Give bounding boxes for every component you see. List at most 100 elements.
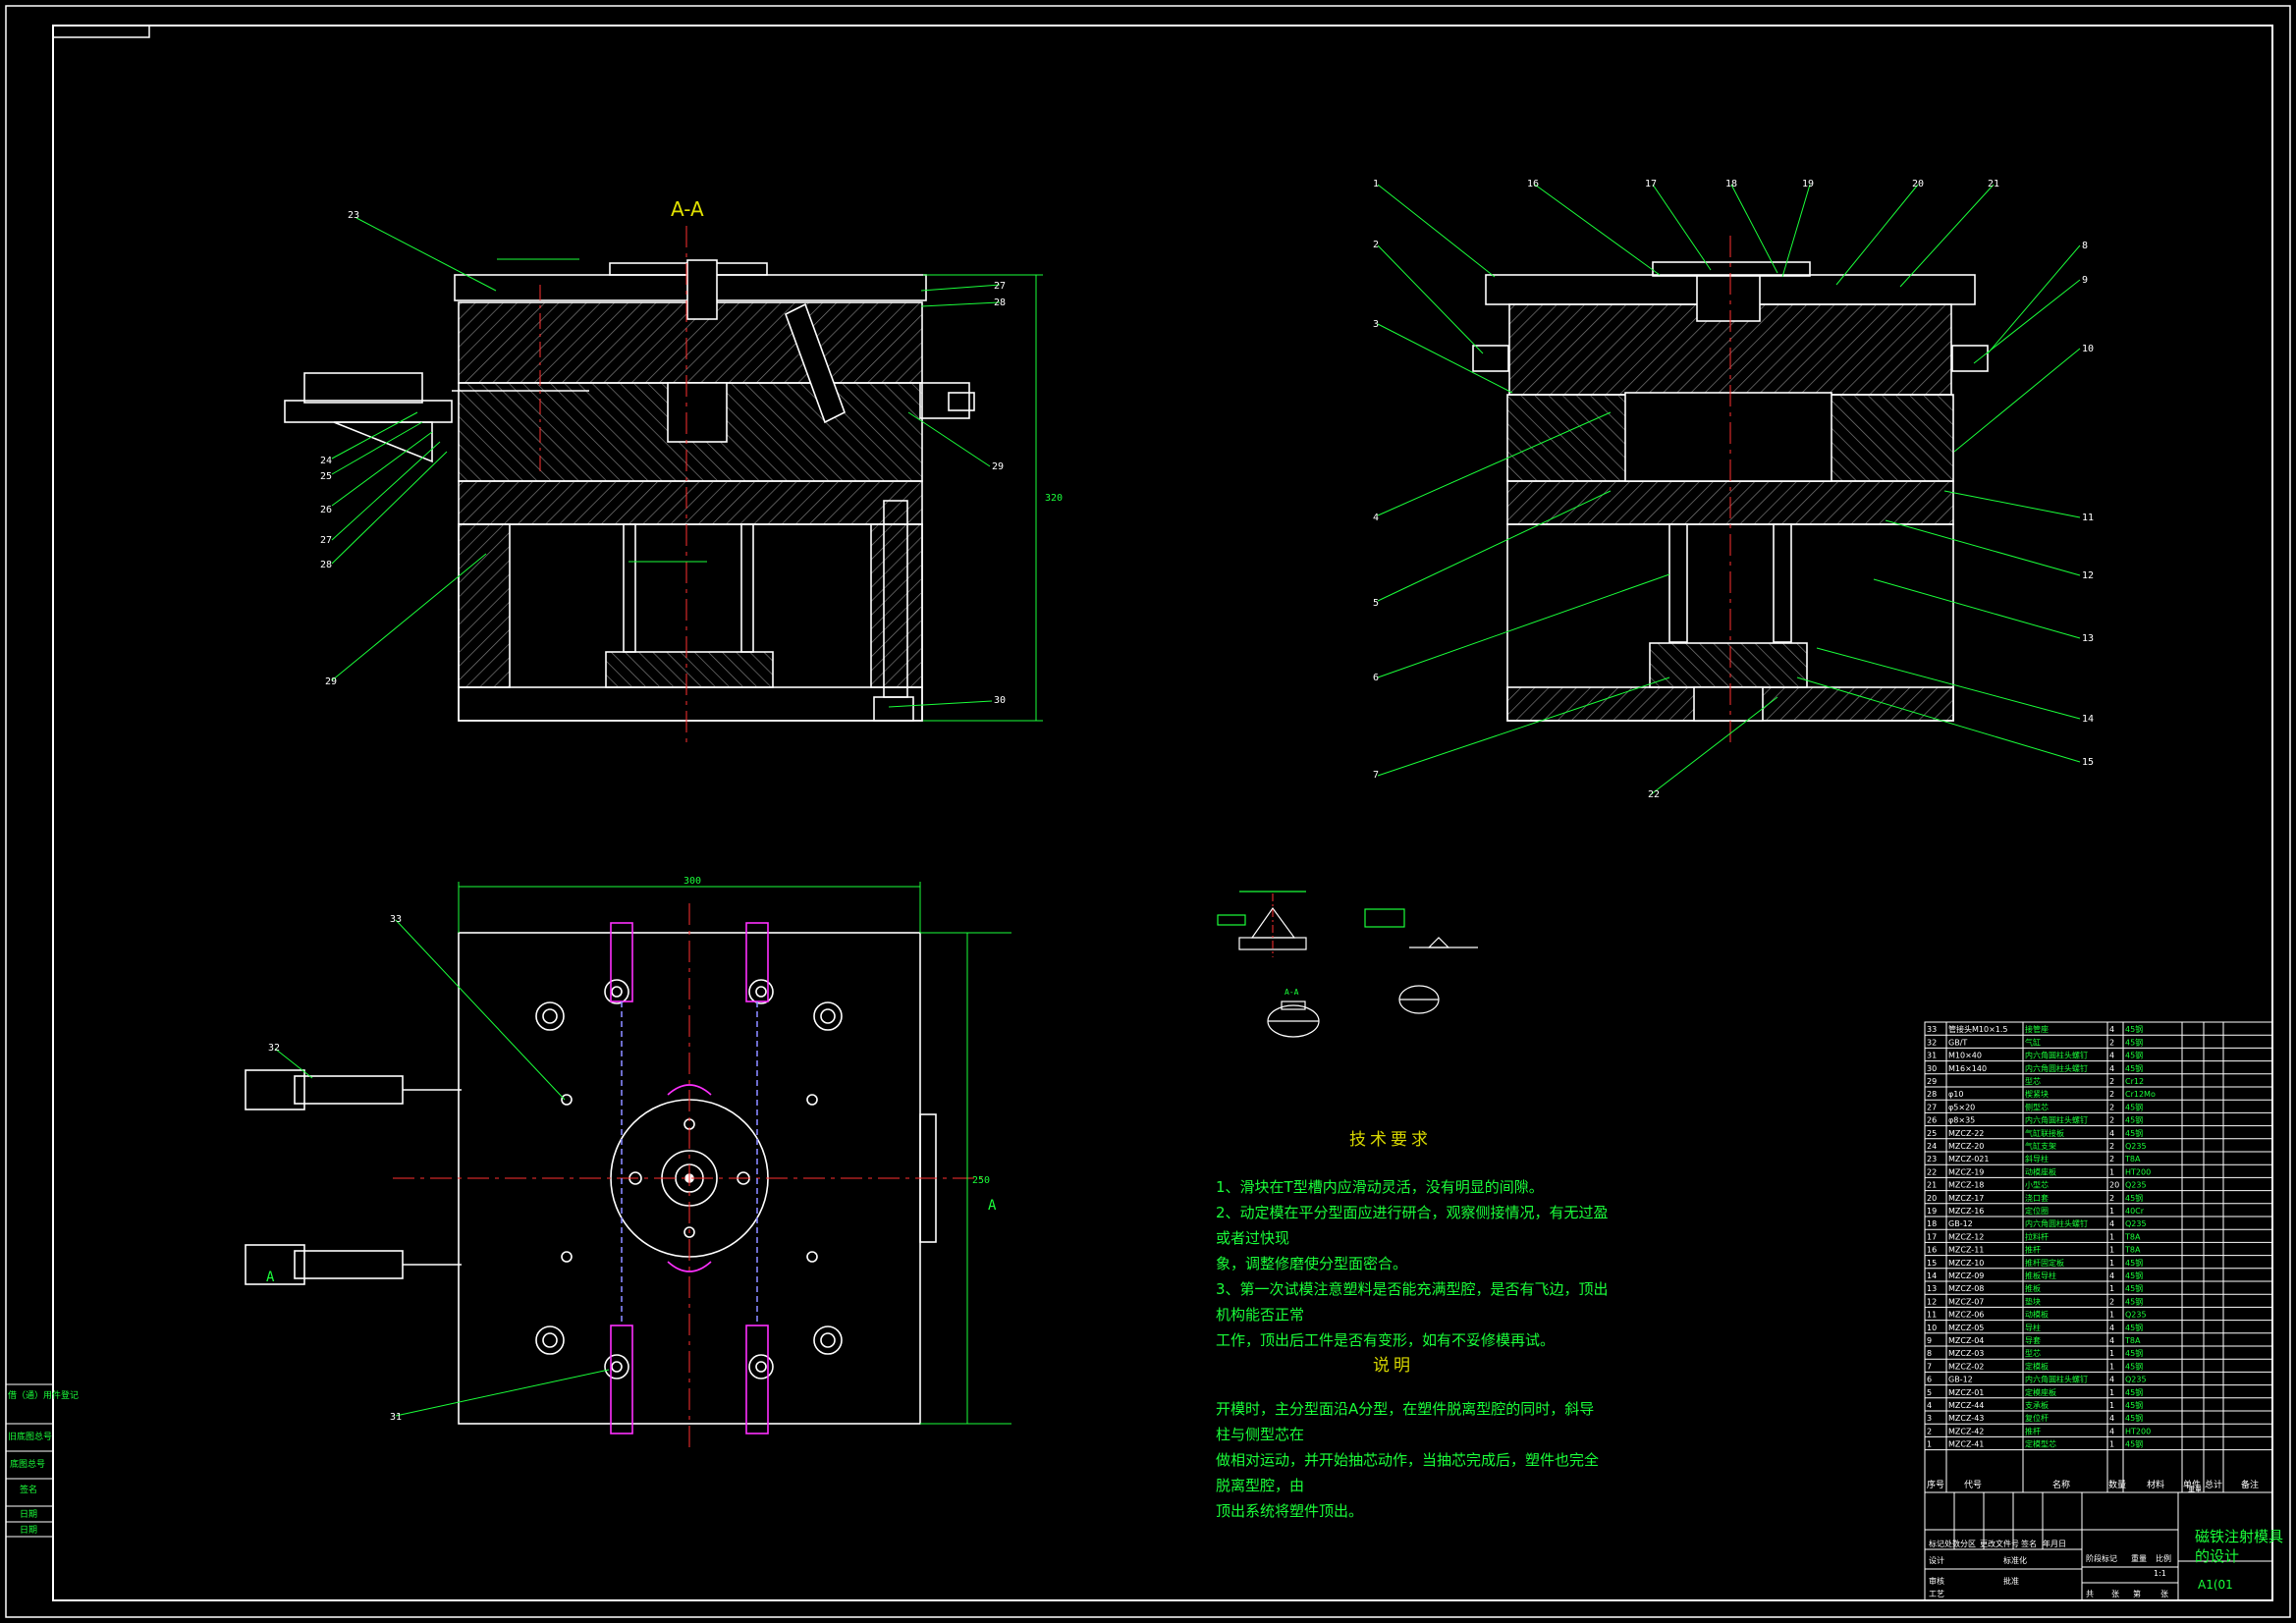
bom-header-cell: 代号	[1964, 1480, 1982, 1490]
tb-label: 年月日	[2043, 1539, 2066, 1548]
bom-cell: MZCZ-16	[1948, 1207, 1984, 1216]
balloon: 2	[1373, 240, 1379, 250]
balloon: 29	[992, 461, 1004, 472]
dim-plan-width: 300	[683, 876, 701, 887]
balloon: 24	[320, 456, 332, 466]
bom-cell: 动模板	[2025, 1310, 2049, 1320]
bom-cell: 45钢	[2125, 1348, 2143, 1358]
bom-cell: MZCZ-08	[1948, 1284, 1984, 1293]
bom-cell: 27	[1927, 1103, 1937, 1111]
bom-cell: 45钢	[2125, 1258, 2143, 1268]
balloon: 4	[1373, 513, 1379, 523]
bom-cell: 动模座板	[2025, 1166, 2056, 1176]
bom-cell: 1	[2109, 1259, 2114, 1268]
tb-label: 签名	[2021, 1539, 2037, 1548]
bom-cell: MZCZ-18	[1948, 1181, 1984, 1190]
side-label: 签名	[20, 1484, 37, 1495]
bom-cell: 管接头M10×1.5	[1948, 1024, 2008, 1034]
title-block	[1924, 1491, 2273, 1601]
bom-cell: 2	[2109, 1155, 2114, 1163]
bom-cell: 12	[1927, 1297, 1937, 1306]
bom-cell: MZCZ-12	[1948, 1232, 1984, 1241]
balloon: 5	[1373, 598, 1379, 609]
bom-cell: 4	[2109, 1052, 2114, 1060]
balloon: 14	[2082, 714, 2094, 725]
bom-cell: 1	[2109, 1246, 2114, 1255]
left-balloons: 23 27 28 29 24 25 26 27 28 29 30	[320, 210, 1006, 706]
section-label: A-A	[671, 197, 704, 221]
tb-label: 分区	[1960, 1540, 1976, 1548]
bom-cell: 楔紧块	[2025, 1089, 2049, 1099]
bom-cell: 24	[1927, 1142, 1937, 1151]
bom-cell: 15	[1927, 1259, 1937, 1268]
bom-cell: 2	[1927, 1427, 1932, 1435]
bom-cell: 小型芯	[2025, 1180, 2049, 1190]
bom-cell: 13	[1927, 1284, 1937, 1293]
bom-cell: 45钢	[2125, 1102, 2143, 1111]
bom-cell: 6	[1927, 1376, 1932, 1384]
side-label: 日期	[20, 1525, 37, 1536]
bom-cell: 推板导柱	[2025, 1271, 2056, 1280]
bom-cell: 2	[2109, 1142, 2114, 1151]
bom-cell: 4	[2109, 1414, 2114, 1423]
bom-cell: 推板	[2025, 1283, 2041, 1293]
bom-cell: 定模型芯	[2025, 1439, 2056, 1449]
tb-label: 张	[2111, 1590, 2119, 1598]
side-label: 日期	[20, 1509, 37, 1520]
bom-cell: 内六角圆柱头螺钉	[2025, 1218, 2088, 1228]
bom-cell: 4	[2109, 1219, 2114, 1228]
bom-cell: 导套	[2025, 1335, 2041, 1345]
bom-cell: 1	[1927, 1440, 1932, 1449]
scale: 1:1	[2154, 1569, 2166, 1578]
bom-cell: 28	[1927, 1090, 1937, 1099]
balloon: 19	[1802, 179, 1814, 189]
balloon: 11	[2082, 513, 2094, 523]
drawing-title-2: 的设计	[2195, 1547, 2239, 1565]
side-register-text: 借（通）用件登记 旧底图总号 底图总号 签名 日期 日期	[8, 1389, 79, 1536]
bom-cell: 22	[1927, 1167, 1937, 1176]
balloon: 25	[320, 471, 332, 482]
bom-cell: 内六角圆柱头螺钉	[2025, 1375, 2088, 1384]
tech-line: 1、滑块在T型槽内应滑动灵活，没有明显的间隙。	[1216, 1178, 1544, 1196]
balloon: 1	[1373, 179, 1379, 189]
bom-cell: 4	[2109, 1376, 2114, 1384]
bom-cell: 45钢	[2125, 1193, 2143, 1203]
plan-dimensions: 300 250	[274, 876, 1011, 1425]
tech-title: 技术要求	[1349, 1130, 1432, 1150]
bom-cell: 2	[2109, 1103, 2114, 1111]
bom-cell: 45钢	[2125, 1128, 2143, 1138]
tb-label: 重量	[2131, 1553, 2147, 1563]
bom-cell: 4	[2109, 1129, 2114, 1138]
bom-cell: T8A	[2124, 1232, 2141, 1241]
balloon: 9	[2082, 275, 2088, 286]
bom-cell: 垫块	[2025, 1296, 2041, 1306]
bom-cell: 定模板	[2025, 1361, 2049, 1371]
bom-cell: MZCZ-17	[1948, 1194, 1984, 1203]
bom-cell: 45钢	[2125, 1271, 2143, 1280]
balloon: 32	[268, 1043, 280, 1054]
bom-cell: 45钢	[2125, 1024, 2143, 1034]
bom-cell: Q235	[2125, 1311, 2147, 1320]
explain-line: 开模时，主分型面沿A分型，在塑件脱离型腔的同时，斜导柱与侧型芯在	[1216, 1400, 1595, 1443]
bom-cell: MZCZ-07	[1948, 1297, 1984, 1306]
bom-cell: 33	[1927, 1025, 1937, 1034]
balloon: 21	[1988, 179, 1999, 189]
bom-cell: 1	[2109, 1440, 2114, 1449]
bom-cell: M10×40	[1948, 1052, 1982, 1060]
bom-cell: 推杆固定板	[2025, 1258, 2064, 1268]
side-label: 借（通）用件登记	[8, 1389, 79, 1401]
bom-header-cell: 单件	[2183, 1479, 2201, 1490]
bom-cell: 45钢	[2125, 1115, 2143, 1125]
bom-cell: 1	[2109, 1311, 2114, 1320]
bom-cell: MZCZ-19	[1948, 1167, 1984, 1176]
bom-cell: 气缸支架	[2025, 1141, 2056, 1151]
dim-plan-height: 250	[972, 1175, 990, 1186]
bom-cell: 19	[1927, 1207, 1937, 1216]
section-view-aa: A-A	[284, 197, 975, 746]
right-leaders	[1377, 184, 2081, 796]
bom-cell: 40Cr	[2125, 1207, 2145, 1216]
bom-cell: 26	[1927, 1116, 1937, 1125]
balloon: 16	[1527, 179, 1539, 189]
bom-cell: 内六角圆柱头螺钉	[2025, 1051, 2088, 1060]
bom-cell: 29	[1927, 1077, 1937, 1086]
